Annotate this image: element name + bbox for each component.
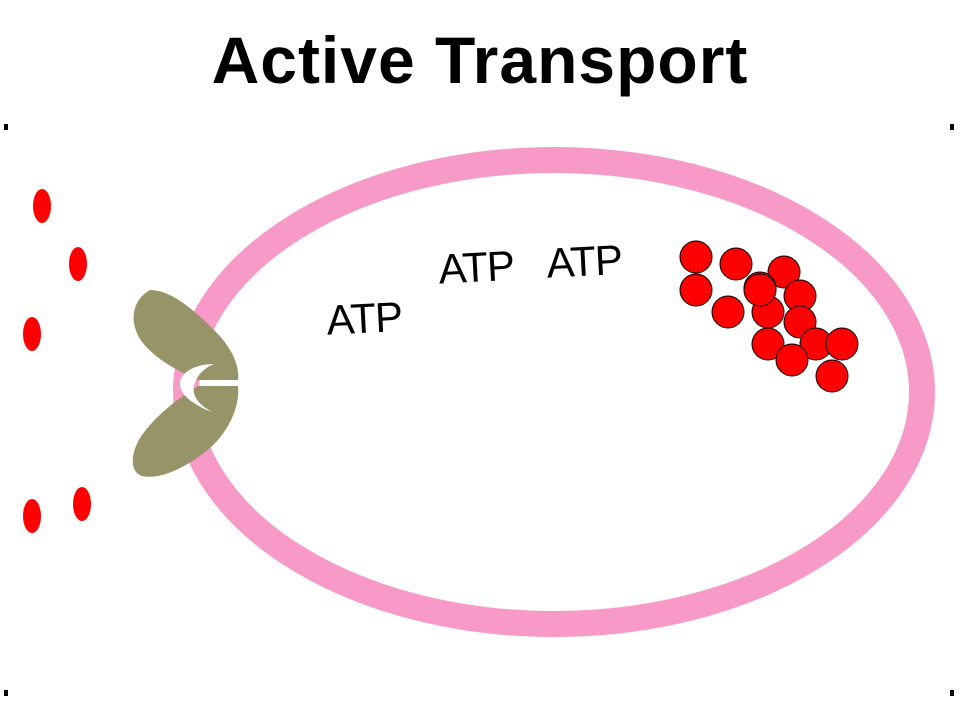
molecule-inside xyxy=(751,327,785,361)
slide-title: Active Transport xyxy=(211,23,749,97)
molecule-outside xyxy=(73,487,91,521)
molecules-inside-cell xyxy=(679,240,859,393)
molecule-inside xyxy=(775,343,809,377)
pump-binding-site xyxy=(180,364,214,412)
molecules-outside-cell xyxy=(23,189,91,533)
frame-corner-bottom-right xyxy=(950,690,954,696)
molecule-inside xyxy=(825,327,859,361)
frame-corner-top-right xyxy=(950,124,954,130)
molecule-outside xyxy=(23,499,41,533)
pump-protein-lower-lobe xyxy=(132,386,239,477)
pump-protein xyxy=(132,290,239,477)
molecule-inside xyxy=(679,240,713,274)
molecule-inside xyxy=(719,247,753,281)
molecule-outside xyxy=(33,189,51,223)
atp-label: ATP xyxy=(437,242,515,293)
atp-label: ATP xyxy=(325,293,403,344)
cell-membrane xyxy=(173,147,935,637)
molecule-inside xyxy=(815,359,849,393)
molecule-inside xyxy=(679,273,713,307)
molecule-inside xyxy=(767,255,801,289)
frame-corner-top-left xyxy=(4,124,8,130)
molecule-inside xyxy=(711,295,745,329)
molecule-outside xyxy=(69,247,87,281)
pump-protein-upper-lobe xyxy=(133,290,239,380)
molecule-outside xyxy=(23,317,41,351)
molecule-inside xyxy=(743,273,777,307)
frame-corner-bottom-left xyxy=(4,690,8,696)
atp-label: ATP xyxy=(545,236,623,287)
